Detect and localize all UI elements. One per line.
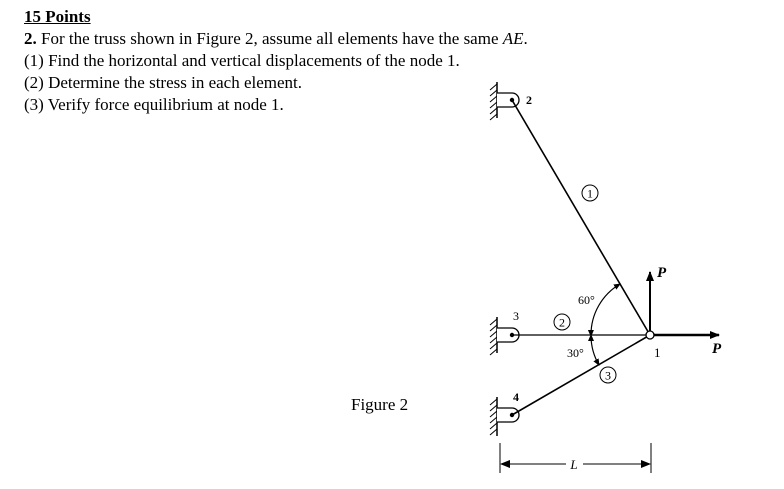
support-node-2 [489, 82, 520, 121]
node-3-label: 3 [513, 309, 519, 323]
element-3-label: 3 [599, 366, 617, 384]
dimension-L: L [499, 443, 652, 473]
load-horizontal-label: P [712, 341, 722, 357]
support-node-4 [489, 397, 520, 436]
angle-30-label: 30° [567, 346, 584, 360]
problem-text: 15 Points 2. For the truss shown in Figu… [24, 6, 528, 116]
task-1: (1) Find the horizontal and vertical dis… [24, 51, 460, 70]
node-1-label: 1 [654, 345, 661, 360]
problem-number: 2. [24, 29, 37, 48]
angle-60-label: 60° [578, 293, 595, 307]
statement-text: For the truss shown in Figure 2, assume … [36, 29, 503, 48]
angle-arc-60 [588, 283, 621, 342]
svg-text:L: L [569, 457, 577, 472]
statement-variable: AE [502, 29, 524, 48]
svg-text:3: 3 [605, 369, 611, 383]
svg-text:2: 2 [559, 316, 565, 330]
element-1-label: 1 [581, 184, 599, 202]
node-4-label: 4 [513, 390, 519, 404]
node-2-label: 2 [526, 93, 532, 107]
statement-end: . [523, 29, 528, 48]
figure-caption: Figure 2 [351, 395, 409, 414]
element-2-label: 2 [553, 313, 571, 331]
points-heading: 15 Points [24, 7, 91, 26]
angle-arc-30 [587, 329, 600, 366]
element-1-bar [511, 99, 651, 336]
load-vertical-label: P [657, 265, 667, 281]
node-1-joint [645, 330, 655, 340]
element-3-bar [511, 334, 651, 416]
support-node-3 [489, 317, 520, 356]
svg-text:1: 1 [587, 187, 593, 201]
task-3: (3) Verify force equilibrium at node 1. [24, 95, 284, 114]
task-2: (2) Determine the stress in each element… [24, 73, 303, 92]
problem-statement: 2. For the truss shown in Figure 2, assu… [24, 28, 528, 50]
